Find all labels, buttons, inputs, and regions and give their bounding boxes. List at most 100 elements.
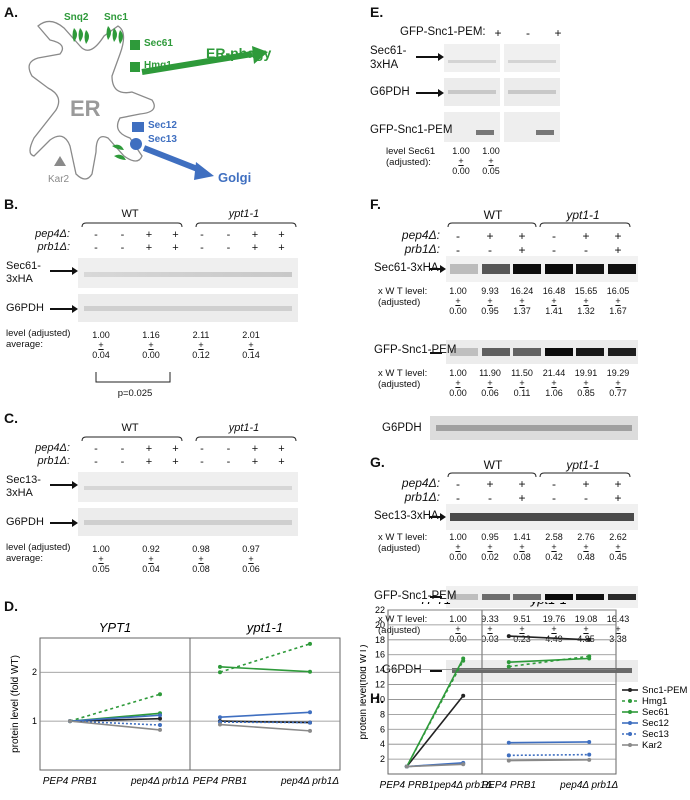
y-tick-label: 22: [375, 605, 385, 615]
f-prb1-sign-5: +: [614, 243, 622, 257]
kar2-triangle-icon: [54, 156, 66, 166]
legend-marker-sec12: [628, 721, 632, 725]
x-tick-label: pep4Δ prb1Δ: [433, 780, 492, 791]
f-gfp-band-4: [576, 348, 604, 356]
f-sec61-arrowhead-icon: [440, 265, 446, 273]
b-pep4-sign-5: -: [226, 229, 231, 241]
data-point-snc1: [506, 634, 511, 639]
g-sec13-band: [450, 513, 634, 521]
data-point-sec61: [308, 669, 312, 674]
g-gfp-band-2: [513, 594, 541, 600]
er-schematic: ER Kar2 Snq2 Snc1 Sec61 Hmg1 ER-phagy Se…: [28, 12, 272, 185]
f-gfp-plusminus: +: [487, 378, 493, 388]
b-error: 0.04: [92, 350, 110, 360]
f-sec61-error: 0.00: [449, 306, 467, 316]
b-plusminus: +: [148, 340, 154, 350]
b-prb1-sign-7: +: [278, 242, 285, 254]
y-tick-label: 8: [380, 709, 385, 719]
f-pep4-sign-1: +: [486, 229, 494, 243]
c-pep4-sign-4: -: [200, 443, 204, 455]
f-sec61-value-5: 16.05+1.67: [601, 286, 635, 316]
y-tick-label: 18: [375, 635, 385, 645]
b-pep4-sign-7: +: [278, 229, 285, 241]
g-pep4-sign-1: +: [486, 477, 494, 491]
x-tick-label: PEP4 PRB1: [482, 780, 536, 791]
g-gfp-band-1: [481, 594, 510, 600]
legend-marker-kar2: [628, 743, 632, 747]
f-gfp-error: 0.85: [577, 388, 595, 398]
g-sec13-plusminus: +: [583, 542, 589, 552]
kar2-label: Kar2: [48, 174, 70, 185]
g-sec13-error: 0.00: [449, 552, 467, 562]
y-tick-label: 14: [375, 665, 385, 675]
g-gfp-plusminus: +: [519, 624, 525, 634]
subplot-title-1: ypt1-1: [246, 620, 283, 635]
b-mean: 1.16: [142, 330, 160, 340]
c-pep4-sign-6: +: [251, 443, 259, 455]
g-gfp-error: 0.03: [481, 634, 499, 644]
f-sec61-mean: 16.24: [510, 286, 534, 296]
b-mean: 1.00: [92, 330, 110, 340]
y-tick-label: 12: [375, 680, 385, 690]
legend-label-sec12: Sec12: [642, 718, 669, 729]
f-sec61-error: 1.41: [545, 306, 563, 316]
b-g6pdh-blot: [78, 294, 298, 322]
g-ypt-header: ypt1-1: [566, 458, 600, 472]
g-sec13-label: Sec13-3xHA: [374, 510, 439, 522]
g-sec13-value-4: 2.76+0.48: [569, 532, 603, 562]
f-pep4-sign-4: +: [582, 229, 590, 243]
f-sec61-value-0: 1.00+0.00: [441, 286, 475, 316]
golgi-arrow: [142, 145, 202, 173]
subplot-title-0: YPT1: [419, 602, 452, 607]
c-prb1-sign-5: -: [226, 456, 231, 468]
c-mean: 0.97: [242, 544, 260, 554]
f-gfp-plusminus: +: [455, 378, 461, 388]
snq2-label: Snq2: [64, 12, 89, 23]
f-sec61-error: 1.32: [577, 306, 595, 316]
g-gfp-blot: [446, 586, 638, 608]
c-mean: 0.92: [142, 544, 160, 554]
er-phagy-arrow: [141, 51, 253, 75]
series-line-kar2: [508, 759, 590, 762]
c-level-label: level (adjusted) average:: [6, 542, 71, 564]
snc1-label: Snc1: [104, 12, 128, 23]
e-g6pdh-label: G6PDH: [370, 86, 410, 98]
e-plusminus: +: [488, 156, 494, 166]
c-sec13-label: Sec13- 3xHA: [6, 474, 41, 499]
c-pep4-sign-3: +: [172, 443, 179, 455]
g-sec13-plusminus: +: [455, 542, 461, 552]
b-pep4-sign-4: -: [200, 229, 204, 241]
b-plusminus: +: [98, 340, 104, 350]
b-g6pdh-arrow: [50, 308, 74, 310]
f-sec61-mean: 15.65: [574, 286, 598, 296]
green-cargo-icons: [72, 26, 140, 160]
g-gfp-mean: 19.08: [574, 614, 598, 624]
data-point-sec61: [506, 660, 511, 665]
legend-marker-hmg1: [628, 699, 632, 703]
f-prb1-sign-3: -: [552, 243, 556, 257]
f-gfp-error: 0.00: [449, 388, 467, 398]
e-mean: 1.00: [482, 146, 500, 156]
er-outline: [28, 20, 155, 180]
e-sec61-blot-a: [444, 44, 500, 72]
f-sec61-band-0: [450, 264, 478, 274]
f-gfp-value-2: 11.50+0.11: [505, 368, 539, 398]
g-sec13-value-1: 0.95+0.02: [473, 532, 507, 562]
series-line-kar2: [69, 720, 161, 731]
e-gfp-blot-a: [444, 112, 500, 142]
b-prb1-sign-2: +: [145, 242, 153, 254]
g-prb1-sign-2: +: [518, 491, 526, 505]
f-level-label-2: x W T level: (adjusted): [378, 368, 428, 390]
g-gfp-band-5: [607, 594, 636, 600]
c-prb1-sign-2: +: [145, 456, 153, 468]
e-level-label: level Sec61 (adjusted):: [386, 146, 436, 168]
c-sec13-arrowhead-icon: [72, 481, 78, 489]
c-pep4-label: pep4Δ:: [35, 442, 70, 454]
g-level-label-1: x W T level: (adjusted): [378, 532, 428, 554]
sec13-label: Sec13: [148, 134, 177, 145]
g-gfp-mean: 9.33: [481, 614, 499, 624]
f-sec61-label: Sec61-3xHA: [374, 262, 439, 274]
data-point-kar2: [158, 727, 162, 732]
hmg1-label: Hmg1: [144, 60, 172, 71]
g-g6pdh-arrow: [430, 670, 442, 672]
